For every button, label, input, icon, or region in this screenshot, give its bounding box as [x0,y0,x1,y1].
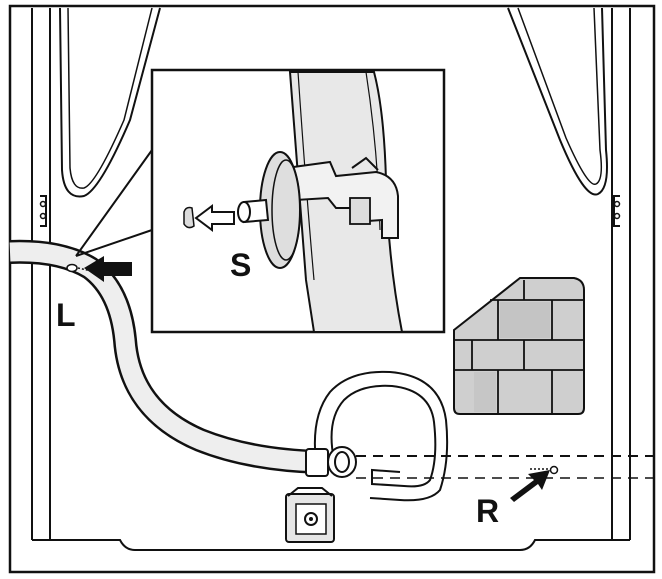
drain-hose-fill [9,242,321,472]
left-hinge [39,195,47,227]
right-screw [530,465,559,475]
top-right-frame [507,7,608,196]
detail-label: S [230,247,251,283]
hose-clamp [305,446,357,478]
left-arrow [84,256,132,282]
right-hinge [613,195,621,227]
right-arrow [510,470,550,502]
top-left-frame [59,7,161,198]
drain-nozzle [285,487,335,543]
top-left-frame-inner [67,7,153,189]
detail-callout-pointer [75,149,153,257]
hose-holder-inner [330,384,437,488]
detail-panel [150,68,446,334]
left-label: L [56,297,76,333]
hose-holder-outer [313,370,449,502]
base-line [32,539,630,551]
right-label: R [476,493,499,529]
brick-wall [453,277,585,415]
top-right-frame-inner [517,7,603,185]
